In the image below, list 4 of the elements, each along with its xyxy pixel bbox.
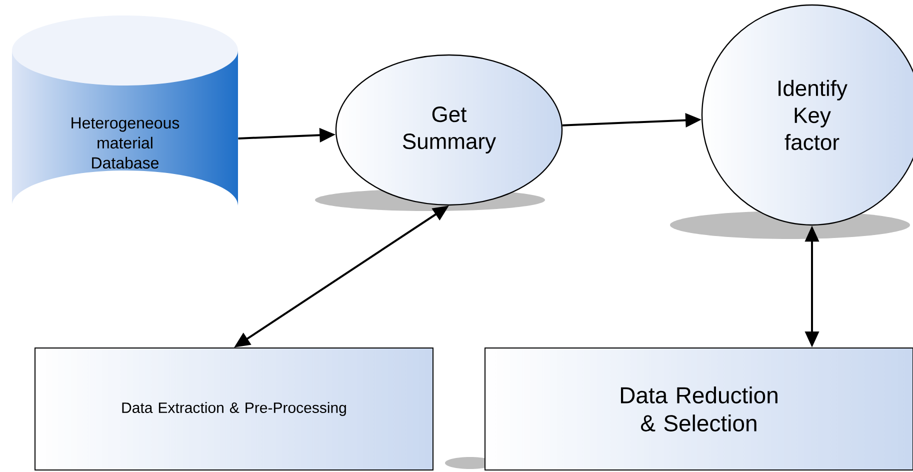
node-label: Heterogeneous material Database — [72, 117, 180, 169]
process-box: Data Extraction & Pre-Processing — [34, 348, 434, 470]
database-cylinder: Heterogeneous material Database — [12, 16, 238, 169]
process-box: Data Reduction & Selection — [484, 348, 913, 470]
